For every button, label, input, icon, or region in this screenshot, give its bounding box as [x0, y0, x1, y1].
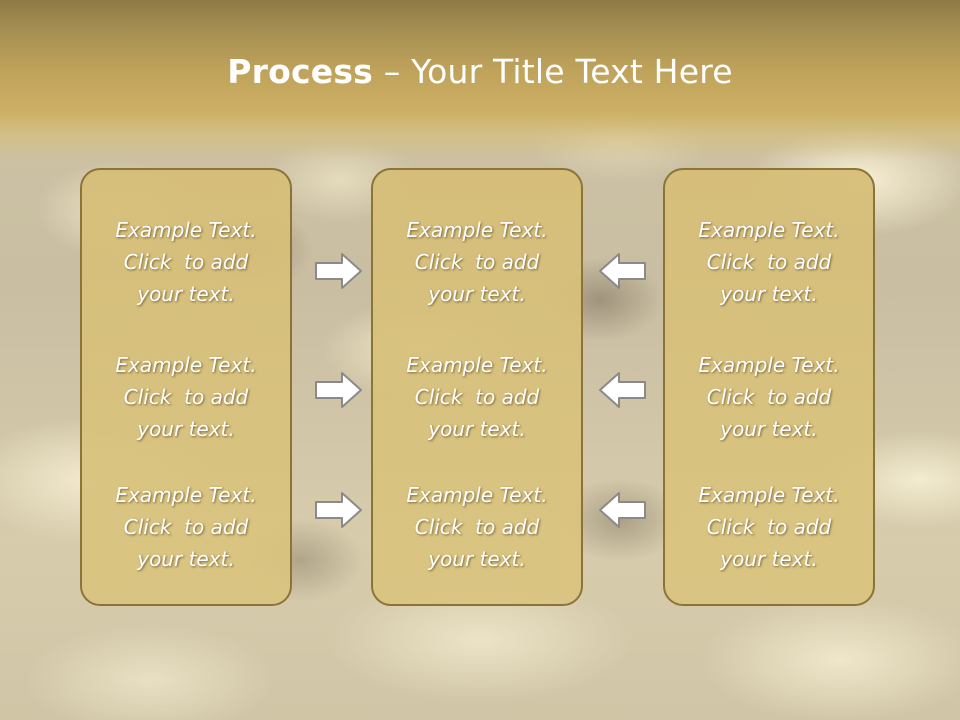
text-line: your text. [137, 547, 235, 571]
text-block[interactable]: Example Text. Click to add your text. [665, 214, 873, 310]
text-line: Click to add [706, 385, 832, 409]
text-line: Click to add [414, 385, 540, 409]
text-block[interactable]: Example Text. Click to add your text. [373, 479, 581, 575]
text-line: Example Text. [406, 483, 548, 507]
text-block[interactable]: Example Text. Click to add your text. [373, 349, 581, 445]
text-line: Click to add [123, 385, 249, 409]
text-line: Example Text. [698, 218, 840, 242]
text-line: your text. [428, 547, 526, 571]
text-line: your text. [428, 417, 526, 441]
text-block[interactable]: Example Text. Click to add your text. [665, 479, 873, 575]
text-block[interactable]: Example Text. Click to add your text. [373, 214, 581, 310]
title-band [0, 0, 960, 160]
left-arrow-icon[interactable] [597, 251, 647, 291]
text-line: Click to add [414, 515, 540, 539]
left-arrow-icon[interactable] [597, 490, 647, 530]
text-line: Click to add [123, 250, 249, 274]
text-line: Click to add [123, 515, 249, 539]
text-line: your text. [720, 547, 818, 571]
text-line: your text. [720, 417, 818, 441]
panel-right[interactable]: Example Text. Click to add your text. Ex… [663, 168, 875, 606]
panel-center[interactable]: Example Text. Click to add your text. Ex… [371, 168, 583, 606]
right-arrow-icon[interactable] [314, 490, 364, 530]
text-line: your text. [428, 282, 526, 306]
text-block[interactable]: Example Text. Click to add your text. [82, 349, 290, 445]
right-arrow-icon[interactable] [314, 370, 364, 410]
text-line: Example Text. [698, 353, 840, 377]
text-line: Example Text. [406, 353, 548, 377]
text-line: your text. [137, 417, 235, 441]
panel-left[interactable]: Example Text. Click to add your text. Ex… [80, 168, 292, 606]
left-arrow-icon[interactable] [597, 370, 647, 410]
text-block[interactable]: Example Text. Click to add your text. [82, 214, 290, 310]
title-rest: – Your Title Text Here [373, 52, 733, 91]
text-line: Click to add [706, 250, 832, 274]
text-line: Click to add [706, 515, 832, 539]
text-block[interactable]: Example Text. Click to add your text. [665, 349, 873, 445]
text-line: Example Text. [115, 483, 257, 507]
text-line: Example Text. [115, 353, 257, 377]
text-line: Example Text. [406, 218, 548, 242]
text-block[interactable]: Example Text. Click to add your text. [82, 479, 290, 575]
slide-title[interactable]: Process – Your Title Text Here [0, 52, 960, 91]
text-line: Example Text. [115, 218, 257, 242]
text-line: Example Text. [698, 483, 840, 507]
right-arrow-icon[interactable] [314, 251, 364, 291]
text-line: your text. [720, 282, 818, 306]
text-line: Click to add [414, 250, 540, 274]
title-bold: Process [227, 52, 374, 91]
text-line: your text. [137, 282, 235, 306]
